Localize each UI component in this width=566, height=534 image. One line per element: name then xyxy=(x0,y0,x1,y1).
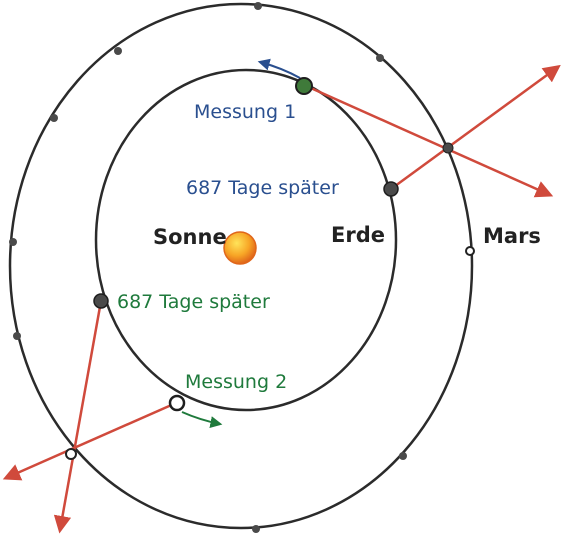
sight-lines xyxy=(2,64,561,534)
sight-line-later-2 xyxy=(53,300,103,534)
sight-line-later-1 xyxy=(390,64,561,191)
label-later-1: 687 Tage später xyxy=(186,177,339,199)
label-mars: Mars xyxy=(483,224,541,248)
sun-icon xyxy=(223,231,257,265)
orbit-marker xyxy=(252,525,260,533)
earth-orbit xyxy=(94,68,398,412)
sight-line-measurement-1 xyxy=(303,83,554,198)
earth-position-later-2 xyxy=(93,293,109,309)
direction-arrow-measurement-1 xyxy=(257,58,301,79)
orbit-marker xyxy=(50,114,58,122)
earth-position-measurement-2 xyxy=(168,394,186,412)
mars-orbit-markers xyxy=(9,2,407,533)
orbit-marker xyxy=(9,238,17,246)
mars-orbit xyxy=(8,2,474,530)
label-measurement-2: Messung 2 xyxy=(185,371,287,393)
orbit-marker xyxy=(376,54,384,62)
orbit-marker xyxy=(254,2,262,10)
orbit-marker xyxy=(13,332,21,340)
earth-position-measurement-1 xyxy=(295,77,313,95)
mars-orbit-marker-label xyxy=(465,246,475,256)
sight-line-measurement-2 xyxy=(2,401,177,481)
orbit-marker xyxy=(114,47,122,55)
label-earth: Erde xyxy=(331,223,385,247)
mars-position-2 xyxy=(65,448,77,460)
earth-position-later-1 xyxy=(383,181,399,197)
label-measurement-1: Messung 1 xyxy=(194,101,296,123)
mars-position-1 xyxy=(442,142,454,154)
label-sun: Sonne xyxy=(153,225,227,249)
label-later-2: 687 Tage später xyxy=(117,291,270,313)
direction-arrow-measurement-2 xyxy=(181,411,223,428)
orbit-marker xyxy=(399,452,407,460)
